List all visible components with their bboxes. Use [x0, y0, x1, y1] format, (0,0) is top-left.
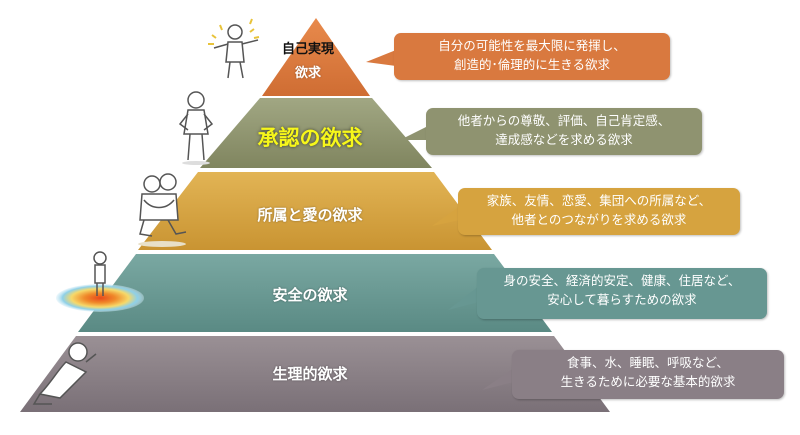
description-line: 創造的･倫理的に生きる欲求: [453, 57, 610, 72]
level-label-safety: 安全の欲求: [272, 286, 348, 304]
person-on-target-icon: [56, 251, 144, 312]
bubble-tail-1: [366, 50, 396, 66]
description-line: 食事、水、睡眠、呼吸など、: [567, 355, 729, 370]
tier-esteem: [200, 98, 432, 168]
level-label-belonging: 所属と愛の欲求: [257, 206, 363, 224]
description-line: 家族、友情、恋愛、集団への所属など、: [486, 193, 712, 208]
description-line: 達成感などを求める欲求: [495, 132, 633, 147]
bubble-tail-5: [482, 368, 514, 390]
description-bubble-esteem: 他者からの尊敬、評価、自己肯定感、 達成感などを求める欲求: [426, 108, 702, 155]
confident-person-icon: [178, 91, 214, 165]
hugging-people-icon: [138, 173, 187, 247]
description-line: 他者とのつながりを求める欲求: [511, 212, 687, 227]
tier-self-actualization: [262, 18, 370, 96]
resting-person-icon: [32, 342, 97, 405]
description-bubble-belonging: 家族、友情、恋愛、集団への所属など、 他者とのつながりを求める欲求: [458, 188, 740, 235]
celebrating-person-icon: [208, 18, 260, 79]
description-line: 他者からの尊敬、評価、自己肯定感、: [457, 113, 671, 128]
description-line: 身の安全、経済的安定、健康、住居など、: [503, 273, 741, 288]
tier-safety: [78, 254, 552, 332]
bubble-tail-2: [400, 126, 428, 140]
bubble-tail-3: [432, 206, 460, 226]
description-line: 自分の可能性を最大限に発揮し、: [438, 38, 626, 53]
description-bubble-safety: 身の安全、経済的安定、健康、住居など、 安心して暮らすための欲求: [477, 268, 767, 319]
level-label-physiological: 生理的欲求: [272, 365, 348, 383]
description-bubble-physiological: 食事、水、睡眠、呼吸など、 生きるために必要な基本的欲求: [512, 350, 784, 399]
tier-physiological: [20, 336, 610, 412]
level-label-self-actualization-line2: 欲求: [294, 66, 321, 81]
bubble-tail-4: [448, 286, 479, 310]
description-bubble-self-actualization: 自分の可能性を最大限に発揮し、 創造的･倫理的に生きる欲求: [394, 33, 670, 80]
description-line: 生きるために必要な基本的欲求: [560, 374, 736, 389]
description-line: 安心して暮らすための欲求: [547, 292, 697, 307]
level-label-self-actualization-line1: 自己実現: [281, 42, 334, 57]
tier-belonging: [138, 172, 492, 250]
level-label-self-actualization: 自己実現 欲求: [258, 38, 358, 86]
level-label-esteem: 承認の欲求: [257, 126, 363, 150]
